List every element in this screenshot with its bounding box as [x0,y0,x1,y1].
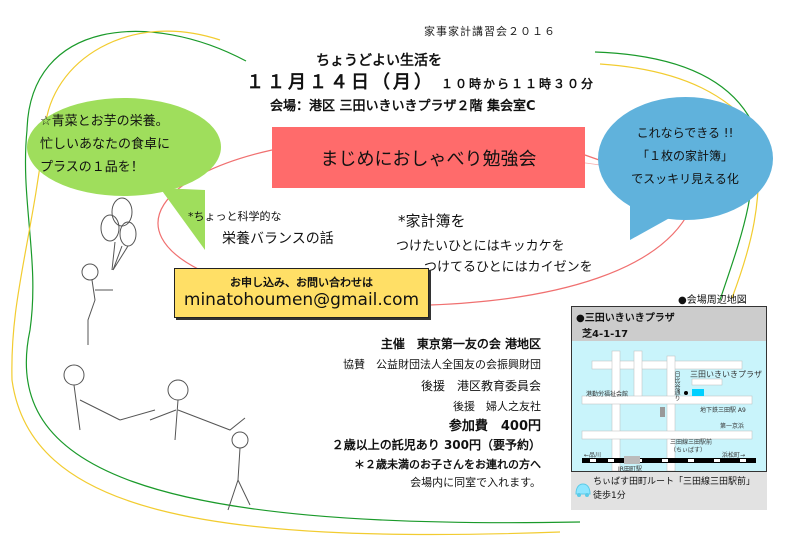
blue-bubble-text: これならできる !! 「１枚の家計簿」 でスッキリ見える化 [620,122,750,191]
green-bubble-line: 忙しいあなたの食卓に [40,137,171,152]
green-bubble-text: ☆青菜とお芋の栄養。 忙しいあなたの食卓に プラスの１品を！ [40,110,170,179]
topic-household-line1: *家計簿を [398,212,466,230]
event-title: まじめにおしゃべり勉強会 [320,148,537,170]
map-label-chiibus: （ちぃばす） [670,447,707,454]
venue: 会場：港区 三田いきいきプラザ２階 集会室C [270,99,536,114]
map-label-hamamatsucho: 浜松町→ [722,452,746,459]
map-roads [581,350,756,471]
blue-bubble-line: 「１枚の家計簿」 [636,149,733,163]
childcare-info: ２歳以上の託児あり 300円（要予約） [331,438,541,452]
map-footer: ちぃばす田町ルート「三田線三田駅前」徒歩1分 [571,472,767,510]
map-label-welfare-hall: 港勤労福祉会館 [586,391,629,398]
event-time: １０時から１１時３０分 [441,77,596,91]
map-label-plaza: 三田いきいきプラザ [690,370,762,379]
bus-icon [575,483,591,497]
supporter-2: 後援 婦人之友社 [453,400,541,413]
map-area: 三田いきいきプラザ 港勤労福祉会館 日比谷通り 地下鉄三田駅 A9 第一京浜 三… [571,341,767,472]
map-label-street: 日比谷通り [673,371,680,401]
green-bubble-line: プラスの１品を！ [40,160,144,175]
contact-box: お申し込み、お問い合わせは minatohoumen@gmail.com [174,268,429,318]
green-bubble-line: ☆青菜とお芋の栄養。 [40,114,169,129]
host: 主催 東京第一友の会 港地区 [380,337,541,351]
topic-nutrition-line2: 栄養バランスの話 [222,231,334,247]
venue-map: ●三田いきいきプラザ 芝4-1-17 三田いきいきプラザ 港勤労福祉会館 日比谷… [571,306,767,526]
blue-bubble-line: でスッキリ見える化 [631,172,739,186]
map-header: ●三田いきいきプラザ 芝4-1-17 [571,306,767,343]
map-label-mita-line: 三田線三田駅前 [670,439,713,446]
tagline: ちょうどよい生活を [316,53,442,69]
supporter-1: 後援 港区教育委員会 [420,379,541,393]
topic-household-line2: つけたいひとにはキッカケを [396,239,565,254]
participation-fee: 参加費 400円 [448,419,541,434]
event-date: １１月１４日（月） １０時から１１時３０分 [246,68,595,94]
bus-route-info: ちぃばす田町ルート「三田線三田駅前」徒歩1分 [593,477,756,501]
infant-note-1: ＊２歳未満のお子さんをお連れの方へ [354,458,541,471]
map-address: 芝4-1-17 [582,329,629,340]
event-title-banner: まじめにおしゃべり勉強会 [272,127,585,188]
map-label-subway: 地下鉄三田駅 A9 [700,407,746,414]
contact-email-link[interactable]: minatohoumen@gmail.com [183,290,420,310]
map-label-jr-tamachi: JR田町駅 [618,466,642,472]
topic-nutrition-line1: *ちょっと科学的な [188,210,282,223]
map-place-name: ●三田いきいきプラザ [576,313,675,324]
organizer-event-title: 家事家計講習会２０１６ [424,25,556,38]
map-label-shinagawa: ←品川 [584,452,602,459]
event-date-text: １１月１４日（月） [246,72,435,93]
map-label-keihin: 第一京浜 [720,423,745,430]
topic-household-line3: つけてるひとにはカイゼンを [424,260,593,275]
infant-note-2: 会場内に同室で入れます。 [410,476,541,489]
blue-speech-bubble [598,97,773,220]
sponsor: 協賛 公益財団法人全国友の会振興財団 [343,358,541,371]
map-caption: ●会場周辺地図 [678,295,747,306]
blue-bubble-line: これならできる !! [636,126,734,140]
contact-label: お申し込み、お問い合わせは [230,276,373,289]
green-speech-bubble [27,98,221,196]
